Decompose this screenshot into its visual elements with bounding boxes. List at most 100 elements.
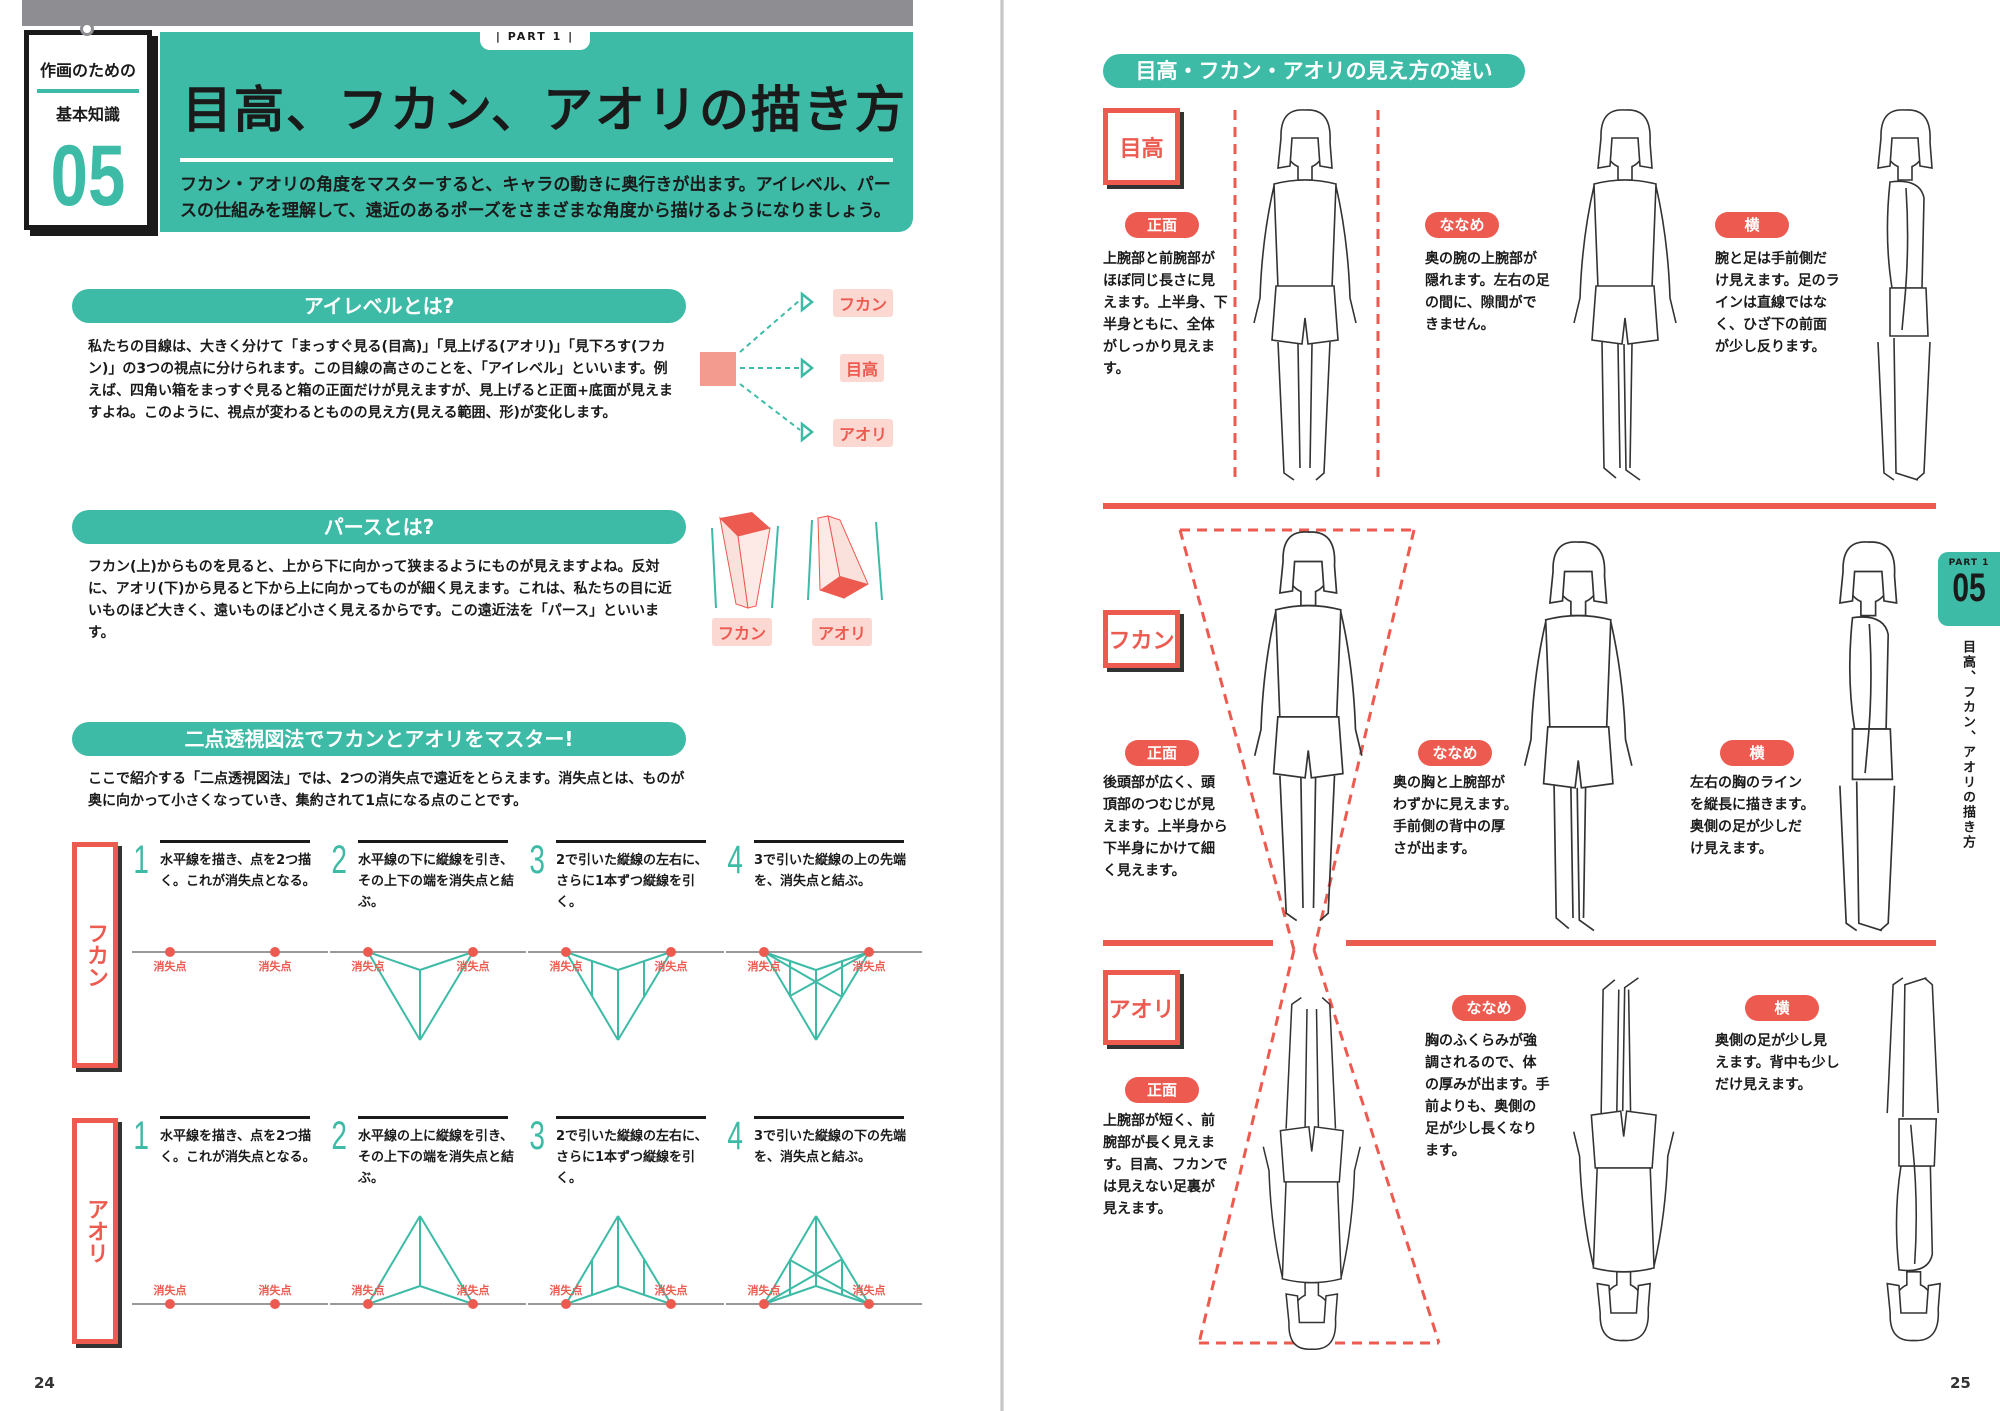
vanishing-point <box>270 947 280 957</box>
figure-shorts <box>1271 285 1339 345</box>
vanishing-point <box>864 947 874 957</box>
figure-torso <box>1281 1179 1342 1284</box>
eye-icon <box>800 421 815 443</box>
section-heading-views: 目高・フカン・アオリの見え方の違い <box>1103 54 1525 88</box>
vanishing-point-label: 消失点 <box>352 959 385 973</box>
figure-torso <box>1886 180 1925 289</box>
vanishing-point-label: 消失点 <box>154 1283 187 1297</box>
figure-hair <box>1596 1282 1652 1342</box>
vanishing-point-label: 消失点 <box>550 1283 583 1297</box>
step-text: 水平線の下に縦線を引き、その上下の端を消失点と結ぶ。 <box>358 853 515 910</box>
step-number: 2 <box>331 1114 347 1158</box>
figure-hair <box>1277 109 1333 169</box>
page-number-left: 24 <box>34 1374 55 1392</box>
step-text: 3で引いた縦線の下の先端を、消失点と結ぶ。 <box>754 1129 907 1165</box>
label-medaka: 目高 <box>840 354 885 382</box>
chapter-number: 05 <box>50 128 126 224</box>
view-badge: 正面 <box>1125 1077 1199 1103</box>
figure-neck <box>1570 600 1587 617</box>
step-diagram: 消失点 消失点 <box>528 1215 724 1309</box>
vanishing-point-label: 消失点 <box>259 1283 292 1297</box>
figure-neck <box>1617 166 1633 181</box>
figure-hair <box>1548 541 1608 605</box>
step-diagram: 消失点 消失点 <box>330 947 526 1041</box>
step-diagram: 消失点消失点 <box>330 1215 526 1309</box>
guide-lines <box>1103 110 1936 1345</box>
figure-arm <box>1901 187 1909 331</box>
step-number: 4 <box>727 838 743 882</box>
figure-arm-right <box>1335 185 1357 324</box>
figure-legs <box>1839 785 1896 932</box>
view-row-label: 目高 <box>1103 108 1180 185</box>
view-badge: ななめ <box>1418 740 1492 766</box>
step-rule <box>556 840 706 843</box>
section-heading-eyelevel: アイレベルとは? <box>72 289 686 323</box>
figure-illustration <box>1886 977 1942 1342</box>
figure-shorts <box>1279 1125 1344 1183</box>
fukan-box <box>719 512 771 609</box>
side-tab[interactable]: PART 1 05 <box>1938 552 2000 626</box>
figure-neck <box>1897 166 1913 181</box>
vanishing-point <box>270 1299 280 1309</box>
eyelevel-text: 私たちの目線は、大きく分けて「まっすぐ見る(目高)」「見上げる(アオリ)」「見下… <box>88 339 673 421</box>
vanishing-point-label: 消失点 <box>655 1283 688 1297</box>
page-title: 目高、フカン、アオリの描き方 <box>182 80 907 139</box>
vanishing-point-label: 消失点 <box>748 959 781 973</box>
figure-illustration <box>1253 531 1363 922</box>
eye-icon <box>800 291 815 313</box>
view-row-label: アオリ <box>1103 970 1180 1045</box>
figure-legs-inner <box>1616 989 1632 1112</box>
arrow-icons <box>711 519 883 609</box>
view-description: 上腕部と前腕部がほぼ同じ長さに見えます。上半身、下半身ともに、全体がしっかり見え… <box>1103 251 1228 377</box>
step-number: 1 <box>133 1114 149 1158</box>
step-text: 水平線を描き、点を2つ描く。これが消失点となる。 <box>160 1129 316 1165</box>
figure-hair <box>1597 109 1653 169</box>
row-label-fukan: フカン <box>72 842 118 1068</box>
vanishing-point <box>363 947 373 957</box>
top-gray-bar <box>22 0 913 26</box>
figure-legs <box>1600 977 1639 1114</box>
figure-legs-inner <box>1297 343 1313 469</box>
vanishing-point <box>165 1299 175 1309</box>
step-number: 4 <box>727 1114 743 1158</box>
perspective-lines <box>367 951 474 1041</box>
step-rule <box>160 1116 310 1119</box>
step-number: 3 <box>529 838 545 882</box>
view-description: 後頭部が広く、頭頂部のつむじが見えます。上半身から下半身にかけて細く見えます。 <box>1103 775 1228 879</box>
aori-guide-right <box>1312 949 1441 1344</box>
step-rule <box>754 840 904 843</box>
side-tab-title: 目高、フカン、アオリの描き方 <box>1960 640 1975 850</box>
step-rule <box>160 840 310 843</box>
figure-legs <box>1279 775 1336 922</box>
vanishing-point <box>666 947 676 957</box>
figure-neck <box>1616 1271 1632 1286</box>
figure-legs-inner <box>1855 781 1883 932</box>
vanishing-point <box>561 947 571 957</box>
section-heading-twopoint: 二点透視図法でフカンとアオリをマスター! <box>72 722 686 756</box>
figure-hair <box>1838 541 1898 605</box>
perspective-lines <box>565 951 672 1041</box>
perspective-lines <box>565 1215 672 1305</box>
step-text: 2で引いた縦線の左右に、さらに1本ずつ縦線を引く。 <box>556 853 708 910</box>
tag-line2: 基本知識 <box>55 105 120 124</box>
step-text: 3で引いた縦線の上の先端を、消失点と結ぶ。 <box>754 853 907 889</box>
figure-illustration <box>1877 109 1933 481</box>
tag-rule <box>37 89 139 93</box>
view-row-label: フカン <box>1103 610 1180 668</box>
vanishing-point-label: 消失点 <box>457 1283 490 1297</box>
view-description: 左右の胸のラインを縦長に描きます。奥側の足が少しだけ見えます。 <box>1690 775 1815 857</box>
figure-shorts <box>1898 1118 1938 1167</box>
vanishing-point <box>561 1299 571 1309</box>
figure-legs-inner <box>1300 777 1317 909</box>
figure-arm-right <box>1340 1146 1361 1278</box>
figure-torso <box>1593 179 1657 289</box>
figure-illustration <box>1838 541 1898 932</box>
step-number: 3 <box>529 1114 545 1158</box>
label-fukan: フカン <box>833 289 894 317</box>
vanishing-point-label: 消失点 <box>457 959 490 973</box>
step-number: 1 <box>133 838 149 882</box>
